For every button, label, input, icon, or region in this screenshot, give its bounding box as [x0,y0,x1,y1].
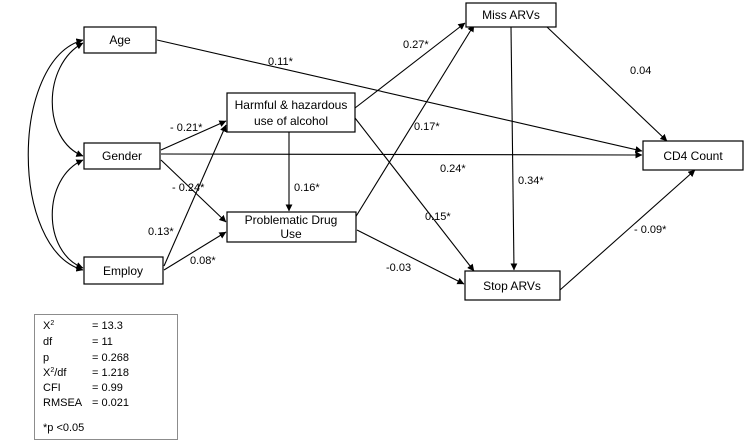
node-stop-arvs: Stop ARVs [464,270,561,301]
fit-label: CFI [43,382,61,394]
node-drug-label-line2: Use [280,227,302,241]
node-stop-arvs-label: Stop ARVs [483,279,541,293]
fit-value: = 0.99 [92,382,123,394]
significance-footnote: *p <0.05 [43,422,85,434]
fit-label: X [43,367,51,379]
node-drug: Problematic Drug Use [226,211,357,243]
fit-value: = 0.021 [92,397,130,409]
path-gender-alcohol [160,120,227,151]
node-alcohol-label-line1: Harmful & hazardous [235,98,348,112]
path-employ-drug [163,231,227,271]
coef-alcohol-stop: 0.15* [425,211,451,223]
fit-row-df: df = 11 [43,335,113,349]
path-coefficients: 0.11* - 0.21* - 0.24* 0.24* 0.13* 0.08* … [148,39,667,274]
path-alcohol-stop [354,117,475,272]
fit-label: p [43,352,50,364]
nodes: Age Gender Employ Harmful & hazardous us… [83,2,744,301]
coef-employ-alcohol: 0.13* [148,226,174,238]
coef-alcohol-miss: 0.27* [403,39,429,51]
path-alcohol-miss [354,22,466,109]
node-cd4-count-label: CD4 Count [663,149,723,163]
fit-value: = 11 [92,336,113,348]
node-employ: Employ [83,256,164,285]
fit-row-rmsea: RMSEA = 0.021 [43,396,129,410]
path-employ-alcohol [163,124,227,267]
path-gender-drug [160,159,227,223]
fit-label: X [43,320,51,332]
path-drug-miss [354,24,475,219]
coef-stop-cd4: - 0.09* [634,224,667,236]
node-drug-label-line1: Problematic Drug [245,213,338,227]
node-age-label: Age [109,33,131,47]
node-miss-arvs: Miss ARVs [465,2,557,28]
cov-age-employ [27,38,84,272]
path-stop-cd4 [559,169,696,291]
node-miss-arvs-label: Miss ARVs [482,8,540,22]
fit-suffix: /df [54,367,67,379]
fit-row-chisq-df: X2/df = 1.218 [43,366,129,380]
node-age: Age [83,26,157,54]
coef-employ-drug: 0.08* [190,255,216,267]
coef-miss-stop: 0.34* [518,175,544,187]
node-gender: Gender [83,142,161,170]
node-gender-label: Gender [102,149,142,163]
node-cd4-count: CD4 Count [642,140,744,171]
coef-drug-stop: -0.03 [386,262,411,274]
fit-value: = 0.268 [92,352,130,364]
node-alcohol-label-line2: use of alcohol [254,114,328,128]
fit-value: = 1.218 [92,367,130,379]
fit-sup: 2 [50,320,55,327]
paths [156,22,696,291]
fit-row-p: p = 0.268 [43,351,129,365]
coef-age-cd4: 0.11* [268,56,294,68]
covariance-curves [27,38,84,272]
path-miss-cd4 [546,26,668,142]
node-employ-label: Employ [103,264,143,278]
cov-age-gender [51,42,84,157]
path-gender-cd4 [160,151,643,159]
fit-label: df [43,336,53,348]
node-alcohol: Harmful & hazardous use of alcohol [226,92,356,133]
coef-alcohol-drug: 0.16* [294,182,320,194]
fit-value: = 13.3 [92,320,123,332]
fit-row-cfi: CFI = 0.99 [43,381,123,395]
fit-sup: 2 [50,367,55,374]
coef-gender-drug: - 0.24* [172,182,205,194]
coef-gender-cd4: 0.24* [440,163,466,175]
path-age-cd4 [156,39,643,153]
coef-gender-alcohol: - 0.21* [170,122,203,134]
fit-row-chisq: X2 = 13.3 [43,319,123,333]
fit-label: RMSEA [43,397,83,409]
path-miss-stop [510,26,518,271]
path-drug-stop [356,229,465,285]
coef-miss-cd4: 0.04 [630,65,651,77]
cov-gender-employ [51,159,84,269]
model-fit-box: X2= 13.3 df= 11 p= 0.268 X2/df= 1.218 CF… [34,314,178,440]
coef-drug-miss: 0.17* [414,121,440,133]
